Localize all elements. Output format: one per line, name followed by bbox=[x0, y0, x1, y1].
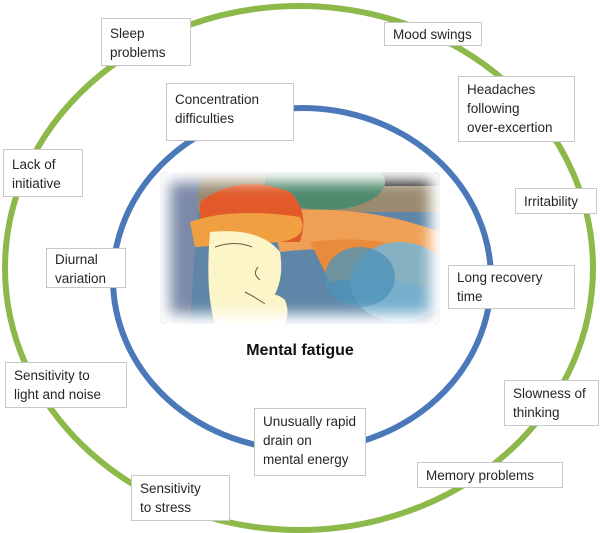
label-mood-swings: Mood swings bbox=[384, 22, 482, 46]
label-lack-of-initiative: Lack of initiative bbox=[3, 149, 83, 197]
label-sensitivity-light-noise: Sensitivity to light and noise bbox=[5, 362, 127, 408]
label-headaches: Headaches following over-excertion bbox=[458, 76, 575, 142]
label-slowness-of-thinking: Slowness of thinking bbox=[504, 380, 599, 426]
label-diurnal-variation: Diurnal variation bbox=[46, 248, 126, 288]
label-sensitivity-to-stress: Sensitivity to stress bbox=[131, 475, 230, 521]
center-title: Mental fatigue bbox=[246, 342, 354, 359]
label-concentration: Concentration difficulties bbox=[166, 83, 294, 141]
label-memory-problems: Memory problems bbox=[417, 462, 563, 488]
label-sleep-problems: Sleep problems bbox=[101, 18, 191, 66]
fatigue-illustration bbox=[160, 172, 440, 324]
label-long-recovery-time: Long recovery time bbox=[448, 265, 575, 309]
outer-ring bbox=[2, 3, 596, 533]
label-rapid-drain: Unusually rapid drain on mental energy bbox=[254, 408, 366, 476]
label-irritability: Irritability bbox=[515, 188, 597, 214]
